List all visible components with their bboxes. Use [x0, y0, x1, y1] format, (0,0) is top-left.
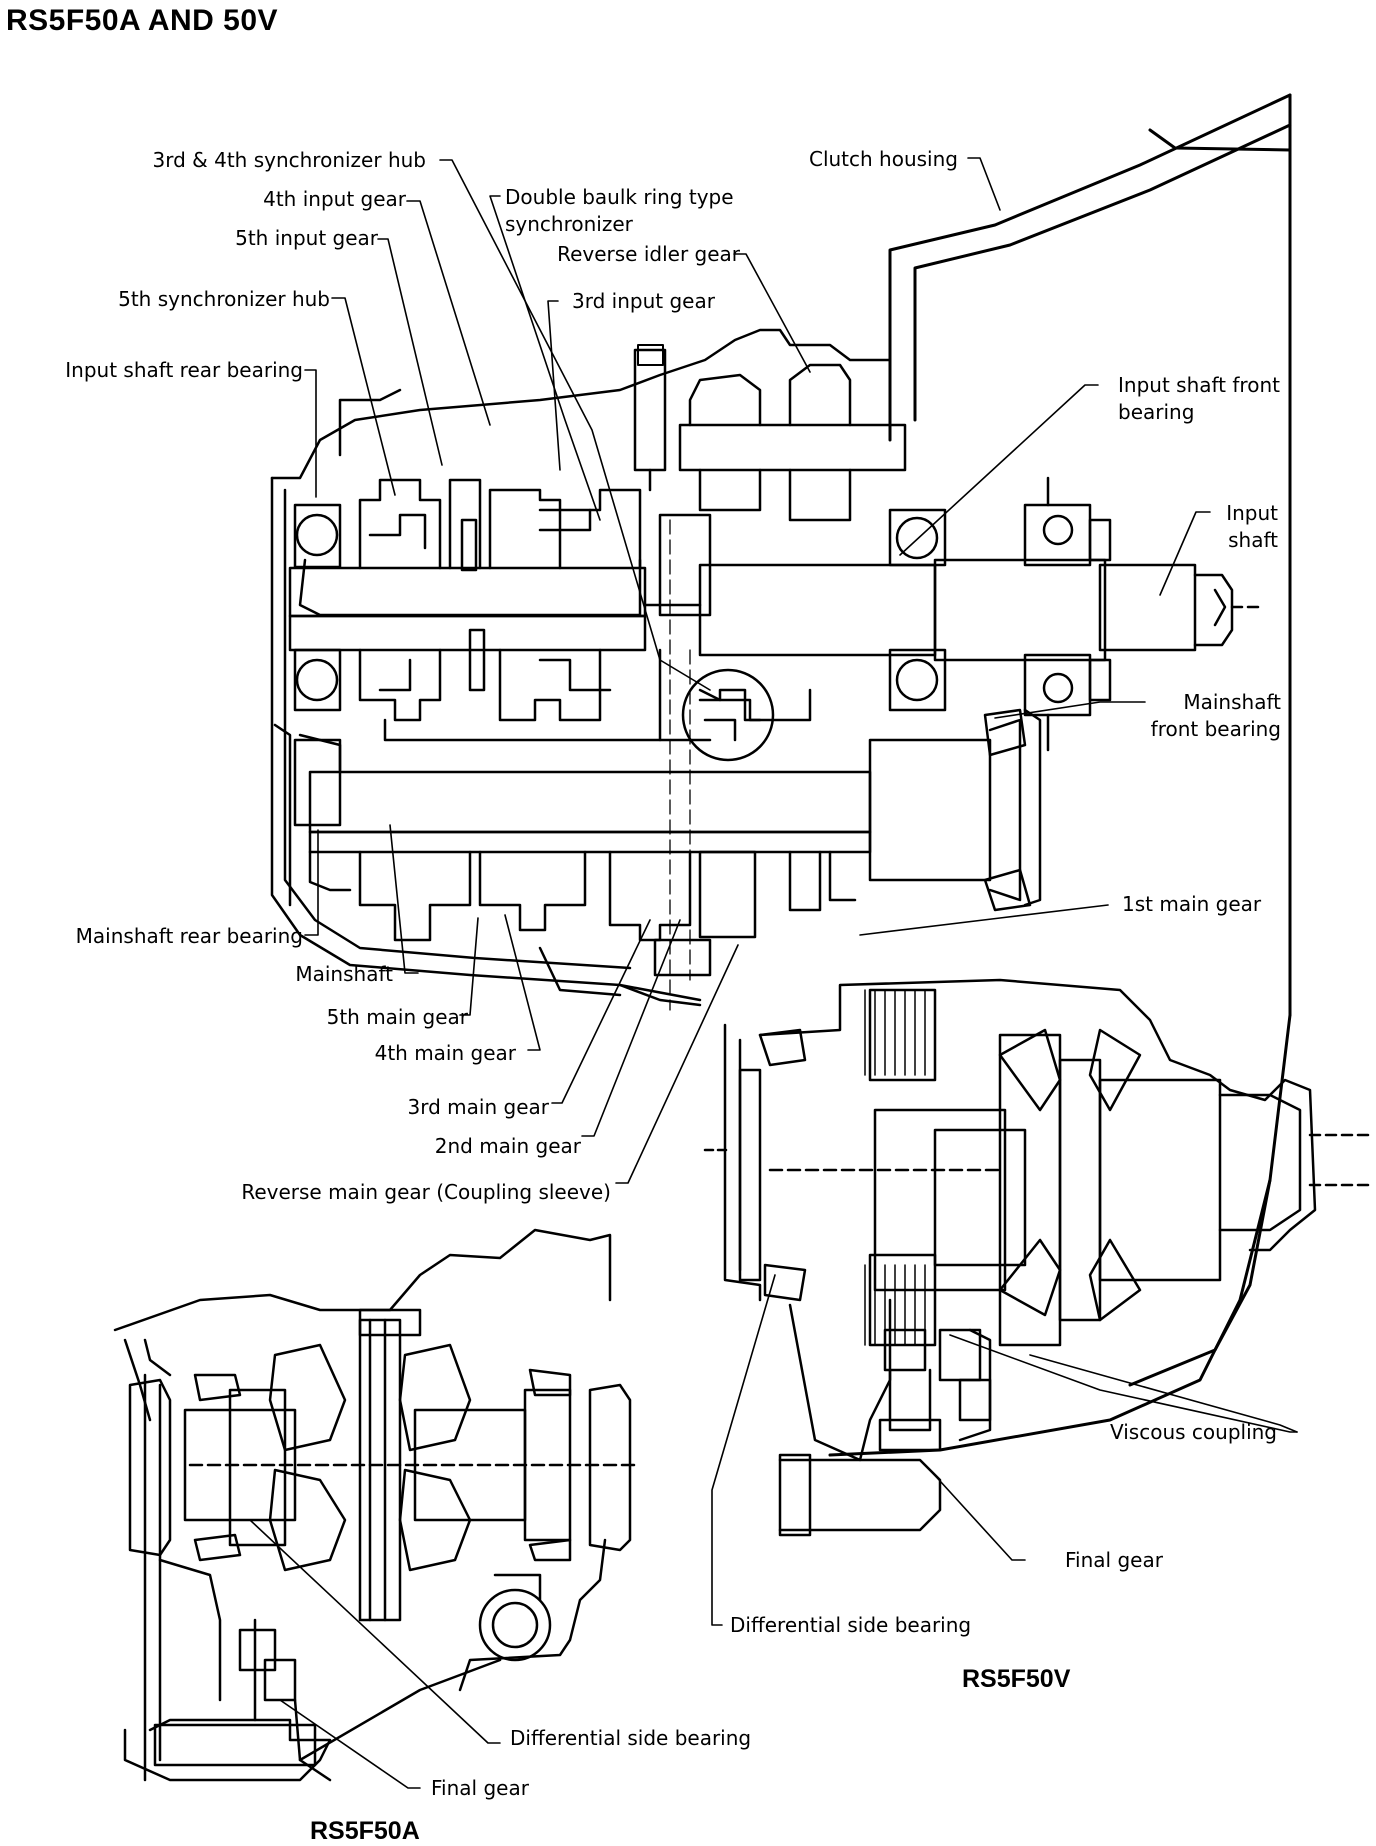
page-title: RS5F50A AND 50V: [6, 4, 279, 37]
input-front-bearing: [888, 476, 1112, 752]
label-3rd-main-gear: 3rd main gear: [407, 1095, 549, 1119]
label-differential-side-bearing-a: Differential side bearing: [510, 1726, 752, 1750]
label-mainshaft-rear-bearing: Mainshaft rear bearing: [75, 924, 303, 948]
label-input-shaft-front-bearing-line2: bearing: [1118, 400, 1195, 424]
label-mainshaft: Mainshaft: [295, 962, 393, 986]
label-clutch-housing: Clutch housing: [808, 147, 958, 171]
label-reverse-main-gear: Reverse main gear (Coupling sleeve): [241, 1180, 611, 1204]
side-gears-v: [998, 1028, 1142, 1322]
mainshaft: [293, 718, 1022, 902]
leader-lines: [249, 157, 1298, 1789]
centerlines: [669, 519, 691, 1011]
label-1st-main-gear: 1st main gear: [1122, 892, 1262, 916]
label-reverse-idler-gear: Reverse idler gear: [557, 242, 740, 266]
model-label-rs5f50v: RS5F50V: [962, 1665, 1071, 1693]
input-gears: [358, 478, 712, 617]
label-differential-side-bearing-v: Differential side bearing: [730, 1613, 972, 1637]
inset-rs5f50a: [113, 1228, 642, 1782]
label-mainshaft-front-bearing-line2: front bearing: [1150, 717, 1281, 741]
final-gear-v: [778, 1298, 992, 1537]
label-2nd-main-gear: 2nd main gear: [434, 1134, 581, 1158]
label-viscous-coupling: Viscous coupling: [1110, 1420, 1277, 1444]
label-input-shaft-rear-bearing: Input shaft rear bearing: [65, 358, 303, 382]
label-3rd-input-gear: 3rd input gear: [572, 289, 715, 313]
double-baulk-detail: [681, 668, 775, 762]
case-bolt-top: [637, 344, 664, 366]
viscous-plates: [864, 989, 926, 1346]
mainshaft-front-bearing: [983, 708, 1042, 912]
label-5th-input-gear: 5th input gear: [235, 226, 378, 250]
label-input-shaft-line2: shaft: [1228, 528, 1278, 552]
label-final-gear-v: Final gear: [1065, 1548, 1163, 1572]
model-label-rs5f50a: RS5F50A: [310, 1817, 420, 1845]
label-final-gear-a: Final gear: [431, 1776, 529, 1800]
input-rear-bearing: [293, 503, 342, 712]
label-double-baulk-line2: synchronizer: [505, 212, 633, 236]
label-double-baulk-line1: Double baulk ring type: [505, 185, 734, 209]
label-input-shaft-front-bearing-line1: Input shaft front: [1118, 373, 1280, 397]
label-input-shaft-line1: Input: [1226, 501, 1278, 525]
label-4th-main-gear: 4th main gear: [374, 1041, 516, 1065]
main-gears: [358, 850, 857, 977]
label-3rd-4th-synchronizer-hub: 3rd & 4th synchronizer hub: [152, 148, 427, 172]
lower-synchronizers: [358, 628, 812, 742]
label-5th-synchronizer-hub: 5th synchronizer hub: [118, 287, 330, 311]
diff-side-bearing-v: [738, 1028, 807, 1302]
reverse-idler: [633, 348, 907, 522]
input-shaft: [288, 558, 1264, 662]
label-5th-main-gear: 5th main gear: [326, 1005, 468, 1029]
label-4th-input-gear: 4th input gear: [263, 187, 406, 211]
label-mainshaft-front-bearing-line1: Mainshaft: [1183, 690, 1281, 714]
